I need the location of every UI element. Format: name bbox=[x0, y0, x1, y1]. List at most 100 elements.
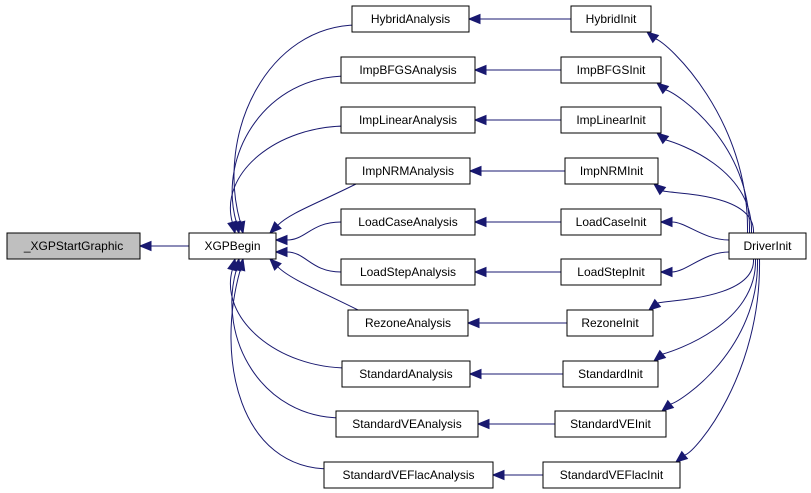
arrowhead bbox=[466, 317, 480, 329]
edge-driver-to-load-case-init bbox=[659, 216, 730, 241]
node-box bbox=[188, 232, 277, 260]
node-label: ImpLinearInit bbox=[576, 113, 646, 127]
node-label: StandardVEAnalysis bbox=[352, 417, 461, 431]
node-box bbox=[560, 208, 662, 236]
node-imp-linear-analysis[interactable]: ImpLinearAnalysis bbox=[340, 106, 476, 134]
arrowhead bbox=[269, 221, 282, 234]
node-standard-ve-analysis[interactable]: StandardVEAnalysis bbox=[335, 410, 479, 438]
node-label: ImpBFGSInit bbox=[577, 63, 646, 77]
arrowhead bbox=[652, 349, 667, 362]
node-imp-nrm-init[interactable]: ImpNRMInit bbox=[564, 157, 659, 185]
node-label: StandardAnalysis bbox=[359, 367, 452, 381]
node-xgp-begin[interactable]: XGPBegin bbox=[188, 232, 277, 260]
node-imp-nrm-analysis[interactable]: ImpNRMAnalysis bbox=[345, 157, 471, 185]
edge-line bbox=[286, 221, 342, 241]
node-label: ImpBFGSAnalysis bbox=[359, 63, 456, 77]
edge-line bbox=[277, 266, 359, 311]
edge-line bbox=[230, 125, 348, 223]
node-standard-ve-flac-analysis[interactable]: StandardVEFlacAnalysis bbox=[323, 461, 494, 489]
edge-standard-ve-flac-init-to-standard-ve-flac-analysis bbox=[491, 469, 543, 481]
arrowhead bbox=[269, 258, 282, 271]
node-box bbox=[560, 56, 662, 84]
edge-imp-bfgs-analysis-to-begin bbox=[231, 75, 348, 235]
node-driver-init[interactable]: DriverInit bbox=[728, 232, 807, 260]
node-label: ImpLinearAnalysis bbox=[359, 113, 457, 127]
edge-driver-to-imp-nrm-init bbox=[652, 183, 755, 234]
nodes-layer: _XGPStartGraphic XGPBegin DriverInit Hybrid… bbox=[6, 5, 807, 489]
node-label: LoadStepAnalysis bbox=[360, 265, 456, 279]
node-label: _XGPStartGraphic bbox=[23, 239, 123, 253]
node-box bbox=[323, 461, 494, 489]
edge-line bbox=[230, 269, 331, 470]
node-box bbox=[351, 5, 470, 33]
node-box bbox=[562, 360, 659, 388]
node-box bbox=[560, 258, 662, 286]
edge-line bbox=[655, 38, 749, 234]
node-load-step-init[interactable]: LoadStepInit bbox=[560, 258, 662, 286]
edge-line bbox=[671, 221, 730, 241]
edge-line bbox=[671, 251, 730, 273]
node-imp-bfgs-analysis[interactable]: ImpBFGSAnalysis bbox=[340, 56, 476, 84]
node-rezone-init[interactable]: RezoneInit bbox=[566, 309, 654, 337]
node-imp-linear-init[interactable]: ImpLinearInit bbox=[560, 106, 662, 134]
arrowhead bbox=[655, 82, 670, 95]
node-standard-ve-flac-init[interactable]: StandardVEFlacInit bbox=[542, 461, 681, 489]
node-box bbox=[340, 56, 476, 84]
node-xgp-start-graphic[interactable]: _XGPStartGraphic bbox=[6, 232, 141, 260]
edge-driver-to-standard-init bbox=[652, 258, 757, 362]
node-label: LoadCaseInit bbox=[576, 215, 647, 229]
arrowhead bbox=[491, 469, 505, 481]
node-load-case-init[interactable]: LoadCaseInit bbox=[560, 208, 662, 236]
edge-driver-to-imp-bfgs-init bbox=[655, 82, 751, 234]
node-standard-init[interactable]: StandardInit bbox=[562, 360, 659, 388]
edge-imp-linear-analysis-to-begin bbox=[227, 125, 348, 235]
node-box bbox=[340, 106, 476, 134]
edge-hybrid-analysis-to-begin bbox=[233, 24, 359, 235]
node-label: StandardVEFlacAnalysis bbox=[342, 468, 474, 482]
node-hybrid-init[interactable]: HybridInit bbox=[570, 5, 652, 33]
edge-standard-init-to-standard-analysis bbox=[468, 368, 563, 380]
edge-driver-to-standard-ve-init bbox=[660, 258, 759, 412]
node-standard-ve-init[interactable]: StandardVEInit bbox=[554, 410, 667, 438]
edge-line bbox=[277, 183, 357, 226]
edges-layer bbox=[138, 13, 761, 481]
node-box bbox=[6, 232, 141, 260]
edge-imp-nrm-analysis-to-begin bbox=[269, 183, 357, 234]
edge-imp-linear-init-to-imp-linear-analysis bbox=[473, 114, 561, 126]
edge-imp-nrm-init-to-imp-nrm-analysis bbox=[468, 165, 565, 177]
edge-line bbox=[657, 258, 755, 304]
edge-load-step-analysis-to-begin bbox=[274, 246, 342, 273]
node-box bbox=[560, 106, 662, 134]
edge-hybrid-init-to-hybrid-analysis bbox=[467, 13, 571, 25]
edge-driver-to-rezone-init bbox=[647, 258, 755, 311]
edge-line bbox=[670, 258, 759, 405]
arrowhead bbox=[235, 257, 246, 272]
edge-rezone-init-to-rezone-analysis bbox=[466, 317, 567, 329]
arrowhead bbox=[138, 240, 152, 252]
node-hybrid-analysis[interactable]: HybridAnalysis bbox=[351, 5, 470, 33]
edge-rezone-analysis-to-begin bbox=[269, 258, 359, 311]
edge-line bbox=[684, 258, 761, 456]
node-imp-bfgs-init[interactable]: ImpBFGSInit bbox=[560, 56, 662, 84]
edge-load-case-init-to-load-case-analysis bbox=[473, 216, 561, 228]
edge-line bbox=[231, 269, 343, 419]
edge-driver-to-standard-ve-flac-init bbox=[674, 258, 761, 463]
node-label: LoadCaseAnalysis bbox=[358, 215, 457, 229]
node-rezone-analysis[interactable]: RezoneAnalysis bbox=[347, 309, 469, 337]
node-box bbox=[340, 208, 476, 236]
node-box bbox=[728, 232, 807, 260]
node-load-step-analysis[interactable]: LoadStepAnalysis bbox=[340, 258, 476, 286]
node-load-case-analysis[interactable]: LoadCaseAnalysis bbox=[340, 208, 476, 236]
edge-load-case-analysis-to-begin bbox=[274, 221, 342, 246]
arrowhead bbox=[476, 418, 490, 430]
edge-line bbox=[665, 139, 753, 234]
node-box bbox=[345, 157, 471, 185]
node-standard-analysis[interactable]: StandardAnalysis bbox=[341, 360, 471, 388]
node-label: ImpNRMAnalysis bbox=[362, 164, 454, 178]
node-label: LoadStepInit bbox=[577, 265, 645, 279]
edge-line bbox=[662, 258, 757, 355]
node-label: XGPBegin bbox=[204, 239, 260, 253]
arrowhead bbox=[659, 266, 673, 278]
edge-driver-to-imp-linear-init bbox=[655, 132, 753, 234]
arrowhead bbox=[652, 183, 667, 196]
